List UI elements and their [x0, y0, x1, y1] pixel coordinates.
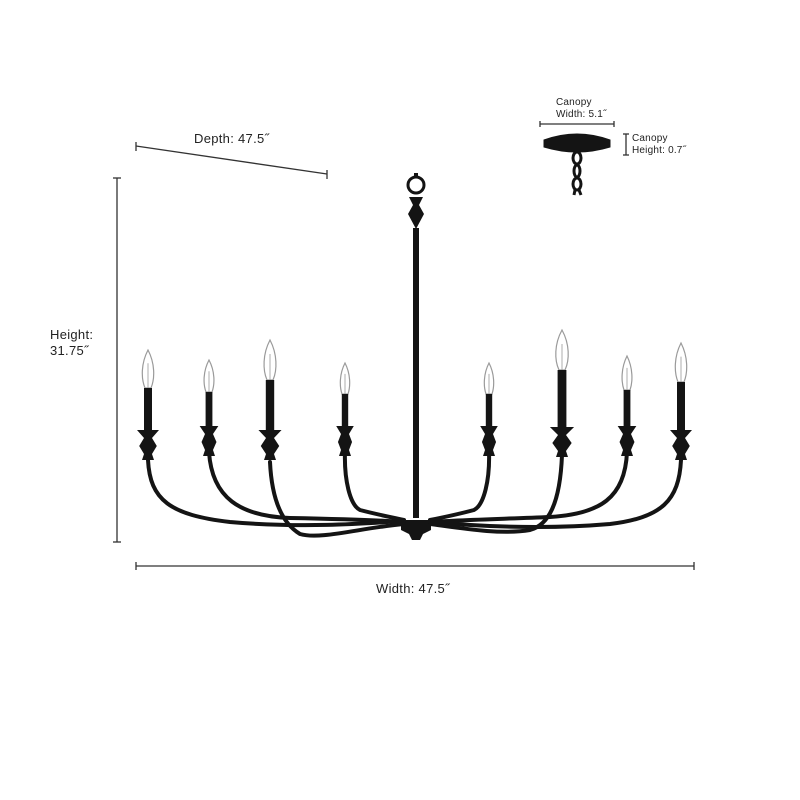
candle-cup	[258, 430, 282, 460]
width-dimension-line	[135, 562, 695, 570]
depth-label: Depth: 47.5˝	[194, 131, 270, 146]
candle-sleeve	[485, 394, 493, 428]
height-label: Height: 31.75˝	[50, 327, 93, 359]
candle-arm-6	[549, 328, 575, 457]
candle-cup	[199, 426, 219, 456]
candle-sleeve	[677, 382, 685, 432]
candle-cup	[137, 430, 159, 460]
candle-arm-2	[199, 358, 219, 456]
depth-dimension-line	[135, 142, 328, 179]
canopy-height-label-line2: Height: 0.7˝	[632, 145, 687, 156]
candle-sleeve	[265, 380, 275, 432]
candle-arm-1	[137, 348, 159, 460]
candle-arm-5	[480, 361, 498, 456]
candle-arm-7	[617, 354, 637, 456]
canopy-height-label: Canopy Height: 0.7˝	[632, 133, 686, 157]
candle-cup	[336, 426, 354, 456]
candle-arm-4	[336, 361, 354, 456]
canopy-width-dimension-line	[539, 121, 615, 127]
candle-sleeve	[557, 370, 567, 429]
candle-sleeve	[144, 388, 152, 432]
candle-sleeve	[623, 390, 631, 428]
candle-cup	[549, 427, 575, 457]
candle-cup	[480, 426, 498, 456]
candle-arm-8	[670, 341, 692, 460]
height-dimension-line	[113, 177, 121, 543]
canopy-icon	[543, 133, 611, 196]
height-label-line2: 31.75˝	[50, 343, 89, 358]
candle-cup	[670, 430, 692, 460]
height-label-line1: Height:	[50, 327, 94, 342]
canopy-height-dimension-line	[623, 133, 629, 156]
canopy-width-label-line1: Canopy	[556, 97, 592, 108]
canopy-width-label-line2: Width: 5.1˝	[556, 109, 607, 120]
canopy-height-label-line1: Canopy	[632, 133, 668, 144]
chandelier-icon	[137, 173, 692, 540]
candle-sleeve	[341, 394, 349, 428]
width-label: Width: 47.5˝	[376, 581, 450, 596]
candle-arm-3	[258, 338, 282, 460]
candle-cup	[617, 426, 637, 456]
candle-group	[137, 328, 692, 460]
canopy-width-label: Canopy Width: 5.1˝	[556, 97, 607, 121]
candle-sleeve	[205, 392, 213, 428]
